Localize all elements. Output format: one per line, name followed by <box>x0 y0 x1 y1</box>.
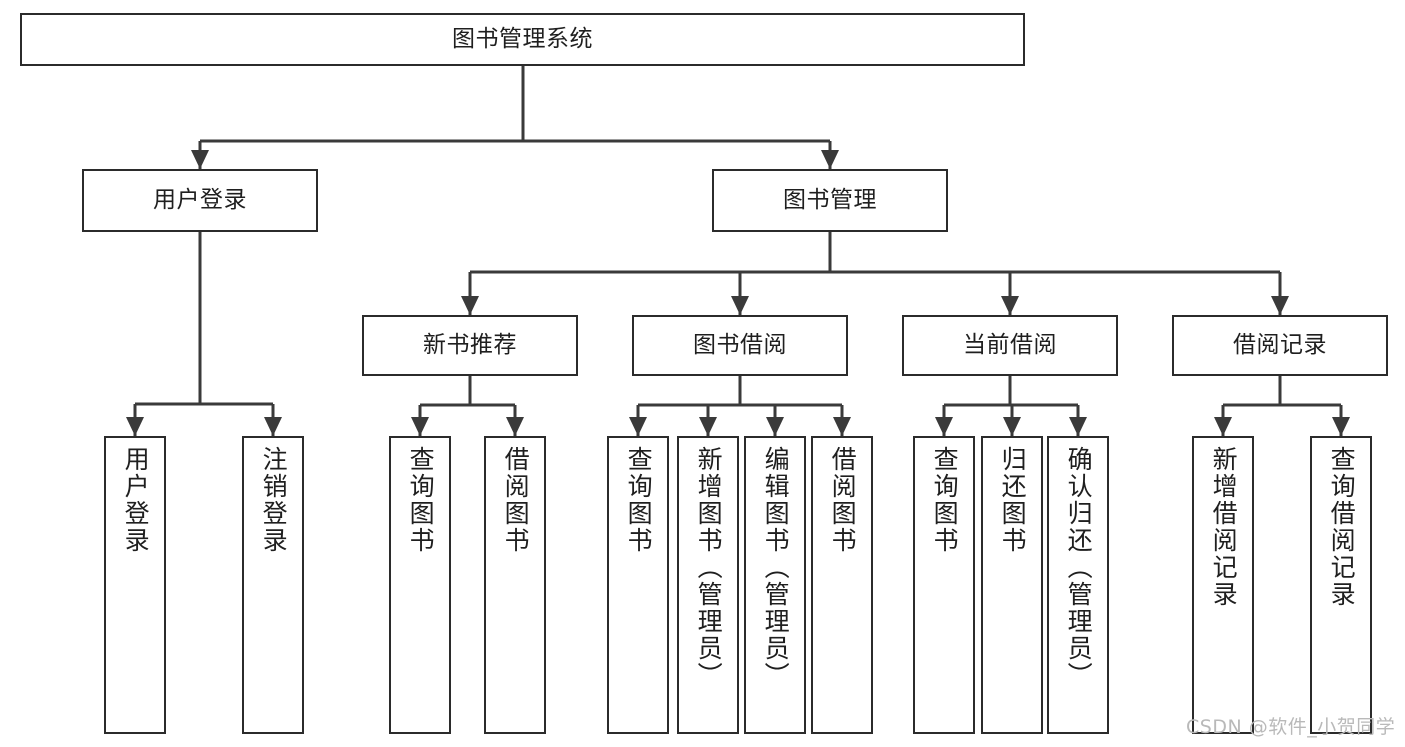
node-leaf-cb-confirm[interactable]: 确认归还（管理员） <box>1047 436 1109 734</box>
arrowhead-icon <box>935 417 953 436</box>
arrowhead-icon <box>461 296 479 315</box>
node-leaf-br-query[interactable]: 查询借阅记录 <box>1310 436 1372 734</box>
node-label: 新增借阅记录 <box>1209 446 1239 608</box>
node-leaf-rec-borrow[interactable]: 借阅图书 <box>484 436 546 734</box>
arrowhead-icon <box>766 417 784 436</box>
node-label: 用户登录 <box>153 186 247 213</box>
node-new-book-rec[interactable]: 新书推荐 <box>362 315 578 376</box>
node-label: 借阅图书 <box>501 446 531 554</box>
node-label: 当前借阅 <box>963 331 1057 358</box>
node-leaf-user-logout[interactable]: 注销登录 <box>242 436 304 734</box>
node-label: 编辑图书（管理员） <box>761 446 791 689</box>
node-leaf-bb-edit[interactable]: 编辑图书（管理员） <box>744 436 806 734</box>
node-label: 查询图书 <box>930 446 960 554</box>
node-label: 借阅记录 <box>1233 331 1327 358</box>
node-label: 新书推荐 <box>423 331 517 358</box>
node-leaf-bb-borrow[interactable]: 借阅图书 <box>811 436 873 734</box>
node-label: 图书借阅 <box>693 331 787 358</box>
arrowhead-icon <box>731 296 749 315</box>
node-label: 查询图书 <box>406 446 436 554</box>
node-label: 借阅图书 <box>828 446 858 554</box>
node-leaf-br-add[interactable]: 新增借阅记录 <box>1192 436 1254 734</box>
node-root[interactable]: 图书管理系统 <box>20 13 1025 66</box>
node-user-login[interactable]: 用户登录 <box>82 169 318 232</box>
node-leaf-rec-query[interactable]: 查询图书 <box>389 436 451 734</box>
arrowhead-icon <box>1001 296 1019 315</box>
node-current-borrow[interactable]: 当前借阅 <box>902 315 1118 376</box>
arrowhead-icon <box>629 417 647 436</box>
node-label: 查询借阅记录 <box>1327 446 1357 608</box>
arrowhead-icon <box>506 417 524 436</box>
arrowhead-icon <box>191 150 209 169</box>
node-label: 查询图书 <box>624 446 654 554</box>
arrowhead-icon <box>1332 417 1350 436</box>
node-leaf-cb-return[interactable]: 归还图书 <box>981 436 1043 734</box>
node-label: 图书管理 <box>783 186 877 213</box>
node-label: 确认归还（管理员） <box>1064 446 1094 689</box>
node-label: 用户登录 <box>121 446 151 554</box>
arrowhead-icon <box>833 417 851 436</box>
arrowhead-icon <box>699 417 717 436</box>
node-label: 新增图书（管理员） <box>694 446 724 689</box>
arrowhead-icon <box>821 150 839 169</box>
node-label: 归还图书 <box>998 446 1028 554</box>
arrowhead-icon <box>264 417 282 436</box>
arrowhead-icon <box>1003 417 1021 436</box>
arrowhead-icon <box>1214 417 1232 436</box>
node-label: 注销登录 <box>259 446 289 554</box>
node-leaf-bb-add[interactable]: 新增图书（管理员） <box>677 436 739 734</box>
node-leaf-user-login[interactable]: 用户登录 <box>104 436 166 734</box>
node-borrow-record[interactable]: 借阅记录 <box>1172 315 1388 376</box>
arrowhead-icon <box>1069 417 1087 436</box>
watermark-text: CSDN @软件_小贺同学 <box>1186 716 1396 738</box>
node-leaf-cb-query[interactable]: 查询图书 <box>913 436 975 734</box>
node-book-borrow[interactable]: 图书借阅 <box>632 315 848 376</box>
node-leaf-bb-query[interactable]: 查询图书 <box>607 436 669 734</box>
arrowhead-icon <box>126 417 144 436</box>
arrowhead-icon <box>411 417 429 436</box>
arrowhead-icon <box>1271 296 1289 315</box>
node-book-manage[interactable]: 图书管理 <box>712 169 948 232</box>
node-label: 图书管理系统 <box>452 25 593 52</box>
